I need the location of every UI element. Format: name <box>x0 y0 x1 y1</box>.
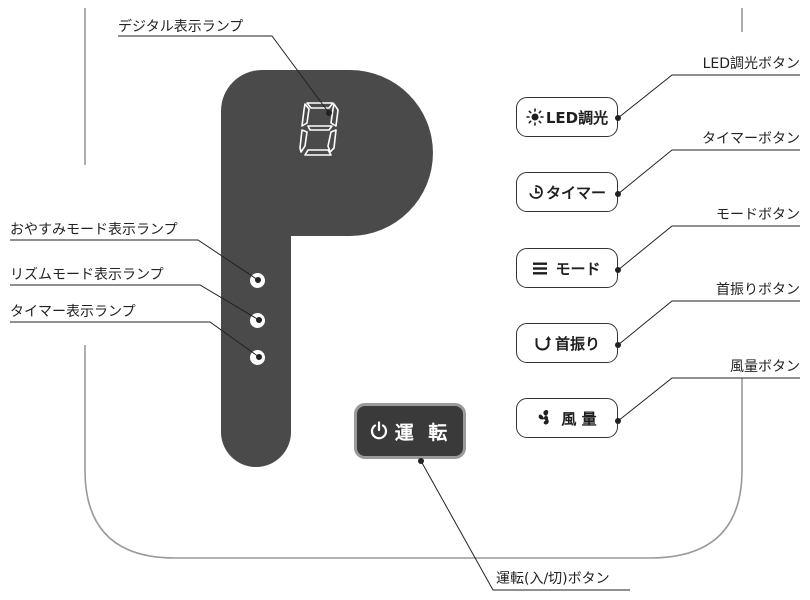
dotted-leader <box>311 281 363 285</box>
rhythm-label: リ ズ ム <box>377 318 431 333</box>
mode-button[interactable]: モード <box>516 248 618 288</box>
fan-speed-button[interactable]: 風 量 <box>516 398 618 438</box>
timer-button-label: タイマー <box>545 183 606 202</box>
swing-button-callout: 首振りボタン <box>716 282 800 298</box>
swing-arrow-icon <box>534 335 551 351</box>
fan-icon <box>537 409 555 427</box>
led-button-callout: LED調光ボタン <box>702 56 800 72</box>
timer-lamp-callout: タイマー表示ランプ <box>10 304 136 320</box>
digital-lamp-callout: デジタル表示ランプ <box>118 19 244 35</box>
fan-speed-label: 風 量 <box>561 409 597 428</box>
led-dimmer-label: LED調光 <box>545 108 609 127</box>
fan-button-callout: 風量ボタン <box>730 359 800 375</box>
digital-display-icon <box>299 102 339 156</box>
mode-button-label: モード <box>555 259 601 278</box>
power-button[interactable]: 運 転 <box>354 403 466 459</box>
timer-button-callout: タイマーボタン <box>702 131 800 147</box>
timer-label: タイマー <box>377 354 434 369</box>
clock-icon <box>528 184 544 200</box>
oyasumi-lamp-callout: おやすみモード表示ランプ <box>10 222 178 238</box>
swing-button[interactable]: 首振り <box>516 323 618 363</box>
sun-icon <box>526 108 544 126</box>
power-button-label: 運 転 <box>394 421 452 444</box>
timer-button[interactable]: タイマー <box>516 172 618 212</box>
mode-button-callout: モードボタン <box>716 207 800 223</box>
swing-button-label: 首振り <box>554 334 600 353</box>
dotted-leader <box>311 320 363 324</box>
led-dimmer-button[interactable]: LED調光 <box>516 97 618 137</box>
oyasumi-label: おやすみ <box>377 279 434 294</box>
menu-lines-icon <box>533 262 548 275</box>
power-icon <box>369 421 389 441</box>
dotted-leader <box>311 356 363 360</box>
rhythm-lamp-callout: リズムモード表示ランプ <box>10 267 164 283</box>
power-button-callout: 運転(入/切)ボタン <box>496 571 610 587</box>
